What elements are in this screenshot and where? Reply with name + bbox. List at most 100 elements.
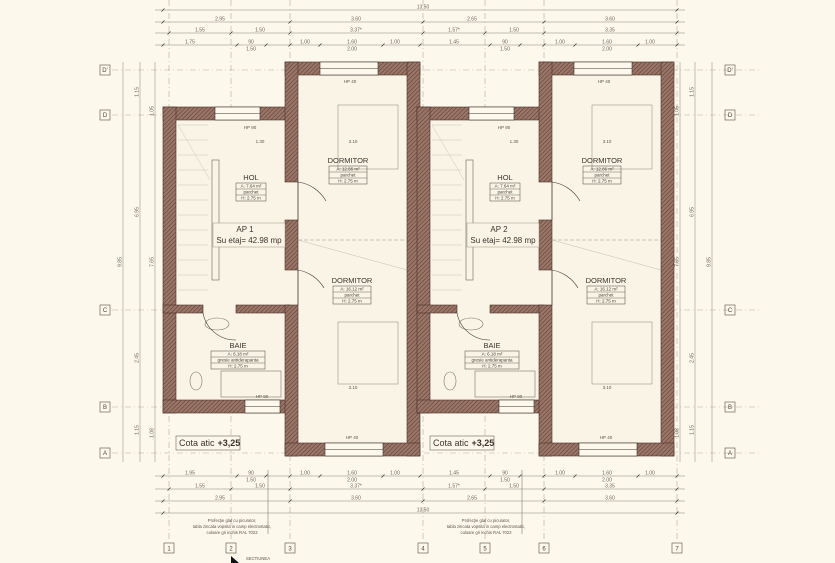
column-axis-marker [671, 542, 683, 554]
dimension-tick [675, 31, 679, 35]
dimension-label: 1.00 [645, 40, 655, 46]
wall [162, 106, 177, 414]
window-sill-height: HP 90 [498, 125, 511, 130]
dimension-label: 2.00 [347, 478, 357, 484]
dimension-label: 1.30 [510, 139, 519, 144]
dimension-label: 1.57* [448, 28, 460, 34]
bedroom-floor [539, 62, 674, 456]
window-sill-height: HP 90 [256, 394, 269, 399]
room-height: H: 2.75 m [482, 364, 502, 369]
dimension-tick [288, 499, 292, 503]
section-arrow-icon [231, 556, 239, 563]
dimension-label: 1.30 [256, 139, 265, 144]
row-axis-label: A [103, 451, 107, 457]
dimension-tick [636, 474, 640, 478]
room-info-table [582, 165, 622, 185]
apartment-area: Su etaj= 42.98 mp [216, 236, 282, 245]
cota-atic-box [175, 435, 241, 451]
dimension-label: 90 [248, 40, 254, 46]
dimension-tick [418, 474, 422, 478]
dimension-label: 1.15 [690, 87, 696, 97]
dimension-label: 1.50 [255, 28, 265, 34]
row-axis-marker [99, 304, 111, 316]
note-text: Profecție glaf cu picurator, [208, 518, 256, 523]
guide-line [551, 239, 662, 271]
dimension-label: 1.75 [185, 40, 195, 46]
door-swing[interactable] [551, 269, 579, 289]
dimension-label: 13.50 [417, 508, 430, 514]
dimension-tick [229, 487, 233, 491]
cota-label: Cota atic [179, 438, 215, 448]
toilet-icon [189, 371, 203, 391]
dimension-tick [483, 487, 487, 491]
room-height: H: 2.75 m [596, 299, 616, 304]
row-axis-marker [724, 64, 736, 76]
dimension-tick [636, 43, 640, 47]
dimension-label: 3.35 [605, 28, 615, 34]
apartment-units [162, 61, 675, 457]
dimension-label: 90 [502, 40, 508, 46]
dimension-tick [542, 474, 546, 478]
room-info-table [235, 182, 267, 202]
dimension-tick [161, 511, 165, 515]
dimension-label: 1.00 [555, 471, 565, 477]
room-name: DORMITOR [328, 156, 369, 165]
dimension-tick [573, 474, 577, 478]
room-height: H: 2.75 m [338, 179, 358, 184]
dimension-label: 1.50 [509, 28, 519, 34]
room-floor: parchet [598, 293, 614, 298]
dimension-tick [518, 43, 522, 47]
cota-atic-label: Cota atic+3,25 [179, 438, 240, 448]
dimension-tick [542, 487, 546, 491]
row-axis-marker [724, 304, 736, 316]
room-height: H: 2.75 m [228, 364, 248, 369]
dimension-label: 1.55 [195, 28, 205, 34]
apartment-1 [162, 61, 421, 457]
note-text: Profecție glaf cu picurator, [462, 518, 510, 523]
column-axis-label: 4 [421, 547, 425, 553]
wall [538, 304, 553, 457]
room-height: H: 2.75 m [495, 196, 515, 201]
dimension-tick [421, 20, 425, 24]
column-axis-marker [538, 542, 550, 554]
dimension-tick [161, 474, 165, 478]
room-name: HOL [497, 173, 512, 182]
row-axis-label: D [728, 113, 733, 119]
room-area: A: 6.18 m² [228, 352, 249, 357]
dimension-label: 7.65 [675, 257, 681, 267]
guide-line [297, 239, 408, 271]
room-name: DORMITOR [582, 156, 623, 165]
room-info-table [332, 285, 372, 305]
column-axis-marker [163, 542, 175, 554]
bed [591, 104, 653, 170]
dimension-label: 1.60 [602, 471, 612, 477]
room-area: A: 7.64 m² [241, 184, 262, 189]
room-name: DORMITOR [586, 276, 627, 285]
room-info-table [489, 182, 521, 202]
dimension-label: 1.50 [246, 478, 256, 484]
dimension-label: 6.95 [690, 207, 696, 217]
dimension-tick [542, 43, 546, 47]
room-floor: parchet [497, 190, 513, 195]
room-floor: parchet [594, 173, 610, 178]
dimension-tick [418, 43, 422, 47]
row-axis-label: B [103, 405, 107, 411]
row-axis-marker [99, 64, 111, 76]
note-text: culoare gri inchis RAL 7022 [206, 530, 258, 535]
dimension-label: 13.50 [417, 5, 430, 11]
room-height: H: 2.75 m [592, 179, 612, 184]
door-swing[interactable] [456, 312, 491, 341]
dimension-tick [421, 487, 425, 491]
bedroom-floor [285, 62, 420, 456]
stair-line [431, 124, 465, 181]
bed [591, 321, 653, 385]
dimension-label: 1.60 [347, 471, 357, 477]
door-swing[interactable] [202, 312, 237, 341]
row-axis-marker [99, 447, 111, 459]
door-swing[interactable] [297, 269, 325, 289]
dimension-label: 9.85 [707, 257, 713, 267]
column-axis-label: 1 [167, 547, 171, 553]
